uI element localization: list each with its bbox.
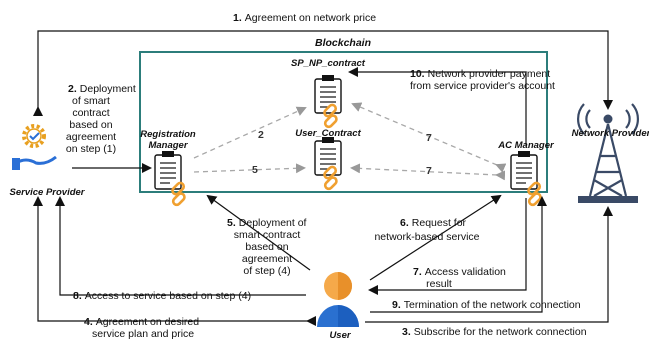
svg-text:contract: contract (72, 107, 109, 119)
arrow-step-10 (348, 67, 527, 145)
arrow-step-6 (369, 194, 502, 281)
svg-text:2.Deployment: 2.Deployment (68, 83, 136, 95)
step8-label: 8.Access to service based on step (4) (73, 290, 251, 302)
step2-label: 2.Deployment of smart contract based on … (66, 83, 136, 155)
svg-text:6.Request for: 6.Request for (400, 217, 467, 229)
blockchain-title: Blockchain (315, 37, 371, 49)
svg-text:based on: based on (69, 119, 112, 131)
network-provider-icon (577, 103, 639, 203)
svg-text:result: result (426, 278, 452, 290)
svg-text:agreement: agreement (66, 131, 116, 143)
network-provider-label: Network Provider (572, 128, 649, 139)
svg-text:agreement: agreement (242, 253, 292, 265)
ac-manager-icon (510, 150, 544, 208)
sp-np-contract-label: SP_NP_contract (291, 58, 366, 69)
dashed-num-ac-spnp: 7 (426, 132, 432, 144)
svg-text:7.Access validation: 7.Access validation (413, 266, 506, 278)
user-icon (317, 272, 359, 327)
blockchain-boundary (139, 51, 548, 193)
svg-text:of smart: of smart (72, 95, 110, 107)
svg-text:5.Deployment of: 5.Deployment of (227, 217, 307, 229)
registration-manager-label-line2: Manager (148, 140, 188, 151)
dashed-reg-to-user (193, 163, 306, 174)
step10-line2: from service provider's account (410, 80, 555, 92)
arrow-step-4 (33, 196, 316, 326)
step6-label: 6.Request for network-based service (374, 217, 479, 243)
sp-np-contract-icon (314, 74, 342, 130)
dashed-num-reg-user: 5 (252, 164, 258, 176)
registration-manager-label-line1: Registration (140, 129, 196, 140)
user-contract-label: User_Contract (295, 128, 361, 139)
ac-manager-label: AC Manager (497, 140, 555, 151)
svg-text:network-based service: network-based service (374, 231, 479, 243)
step3-label: 3.Subscribe for the network connection (402, 326, 587, 338)
arrow-step-7 (368, 198, 527, 295)
svg-text:based on: based on (245, 241, 288, 253)
dashed-reg-to-spnp (193, 106, 307, 159)
dashed-ac-to-user (350, 163, 506, 181)
svg-text:of step (4): of step (4) (243, 265, 290, 277)
arrow-step-3 (365, 206, 613, 323)
step4-line1: 4.Agreement on desired (84, 316, 199, 328)
user-contract-icon (314, 136, 342, 192)
arrow-step-1 (33, 30, 613, 116)
svg-text:smart contract: smart contract (234, 229, 301, 241)
arrow-step-9 (370, 196, 547, 313)
step4-line2: service plan and price (92, 328, 194, 339)
step5-label: 5.Deployment of smart contract based on … (227, 217, 307, 277)
dashed-num-reg-spnp: 2 (258, 129, 264, 141)
step1-label: 1.Agreement on network price (233, 12, 376, 24)
step7-label: 7.Access validation result (413, 266, 506, 290)
step10-line1: 10.Network provider payment (410, 68, 550, 80)
svg-text:on step (1): on step (1) (66, 143, 116, 155)
service-provider-label: Service Provider (10, 187, 86, 198)
user-label: User (329, 330, 351, 339)
registration-manager-icon (154, 150, 188, 208)
service-provider-icon (12, 124, 57, 170)
dashed-ac-to-spnp (351, 102, 507, 173)
dashed-num-ac-user: 7 (426, 165, 432, 177)
step9-label: 9.Termination of the network connection (392, 299, 581, 311)
